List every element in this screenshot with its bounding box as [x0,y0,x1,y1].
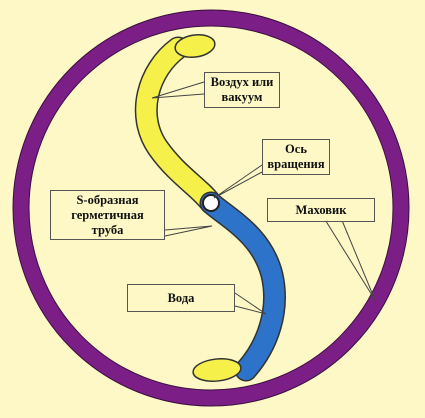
leader-axis [213,164,263,199]
flywheel-ring-outline-outer [12,9,410,407]
label-water: Вода [127,284,235,312]
tube-bottom-cap [192,358,242,382]
label-rotation-axis: Ось вращения [262,139,330,175]
label-s-tube: S-образная герметичная труба [50,190,165,240]
flywheel-ring-outline-inner [28,25,394,391]
label-air-or-vacuum: Воздух или вакуум [204,72,280,108]
tube-air-half [136,38,221,213]
leader-air [151,81,205,99]
flywheel-ring [13,10,409,406]
leader-lines [151,81,376,315]
rotation-axis-marker [202,194,220,212]
leader-tube [164,225,213,237]
leader-flywheel [323,217,376,301]
label-flywheel: Маховик [267,198,375,222]
tube-top-cap [174,34,216,58]
leader-water [234,292,267,315]
tube-water-half [201,193,285,380]
